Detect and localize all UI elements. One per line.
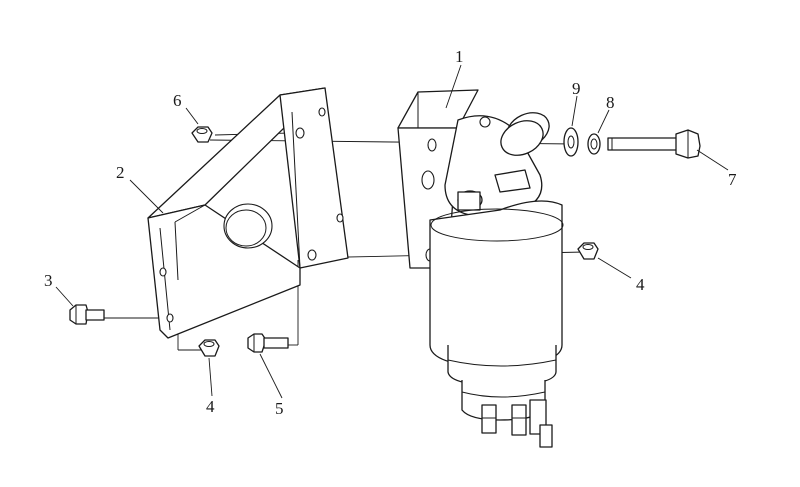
long-bolt-part-7: [607, 129, 701, 159]
hex-nut-part-6: [191, 126, 213, 143]
callout-8: 8: [606, 93, 615, 112]
callout-1: 1: [455, 47, 464, 66]
callout-9: 9: [572, 79, 581, 98]
callout-7: 7: [728, 170, 737, 189]
callout-labels: 1 2 3 4 4 5 6 7 8 9: [44, 47, 737, 418]
bolt-part-3: [69, 304, 105, 325]
washer-part-9: [563, 127, 579, 157]
callout-2: 2: [116, 163, 125, 182]
filter-bowl: [429, 200, 564, 448]
callout-4-bottom: 4: [206, 397, 215, 416]
callout-6: 6: [173, 91, 182, 110]
callout-leaders: [55, 64, 729, 399]
hex-nut-part-4-right: [577, 242, 599, 260]
bolt-part-5: [247, 333, 289, 353]
callout-3: 3: [44, 271, 53, 290]
hex-nut-part-4-bottom: [198, 339, 220, 357]
callout-4-right: 4: [636, 275, 645, 294]
bracket-part-2: [147, 87, 349, 339]
callout-5: 5: [275, 399, 284, 418]
lock-washer-part-8: [587, 133, 601, 155]
